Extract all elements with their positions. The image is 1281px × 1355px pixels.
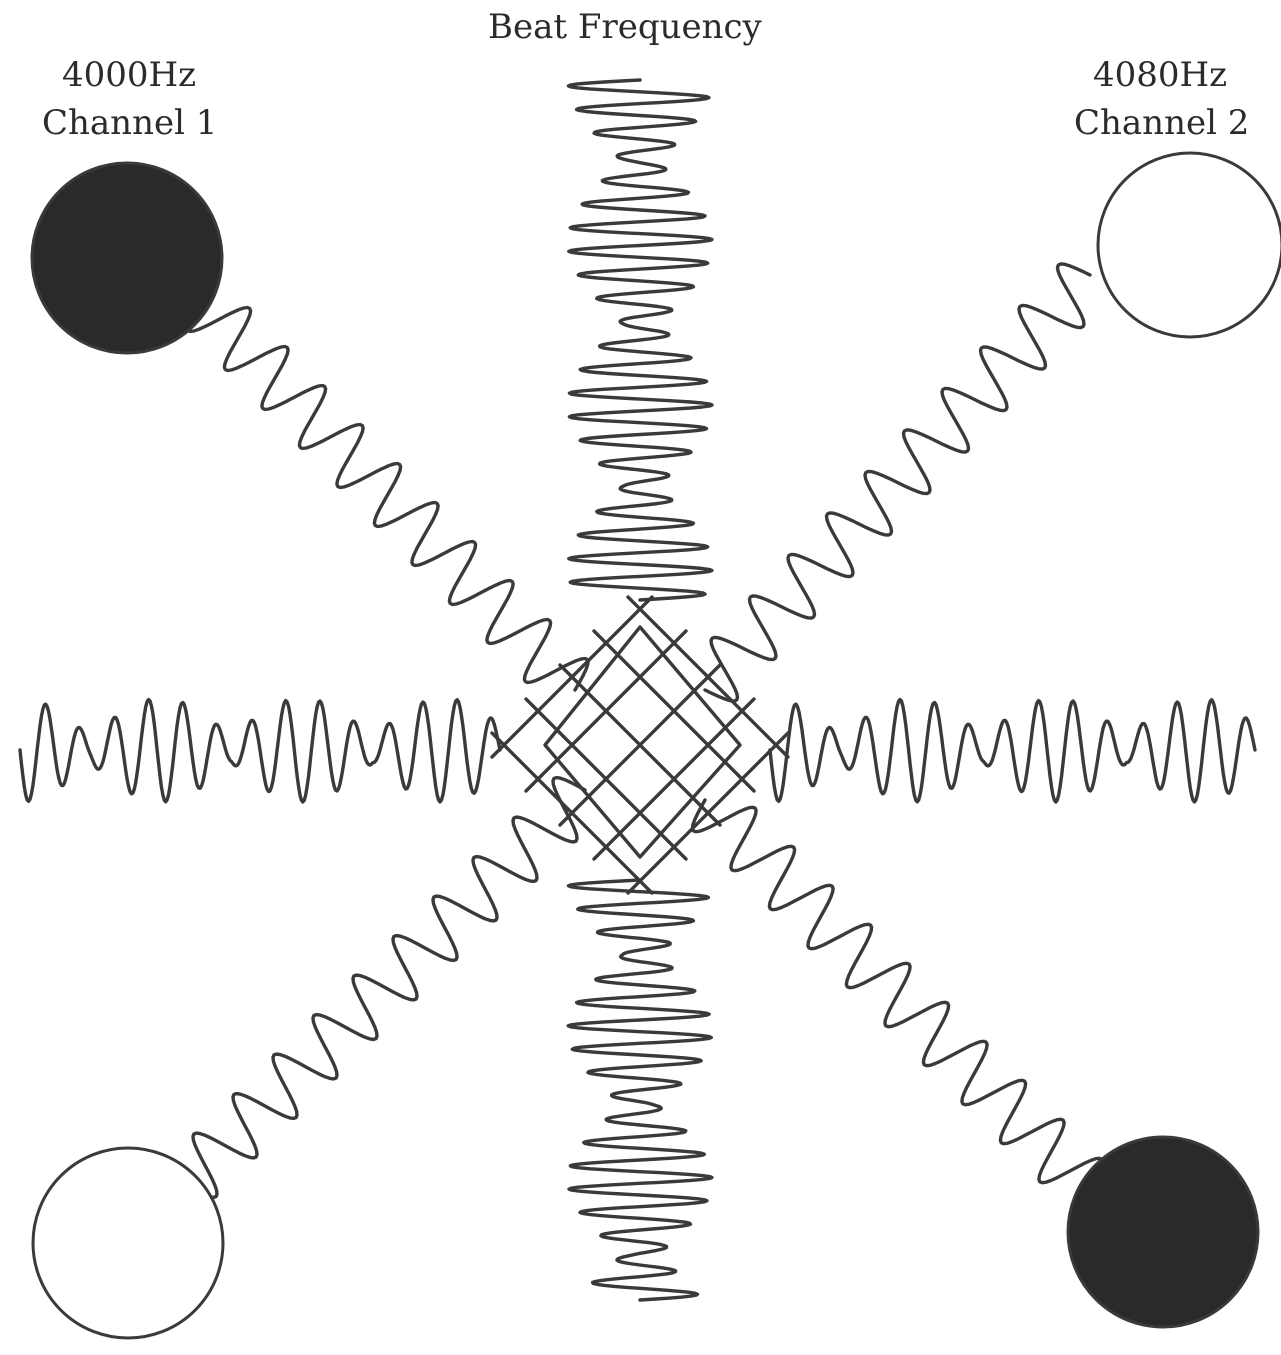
beat-wave-right: [770, 700, 1255, 803]
beat-wave-bottom: [568, 880, 712, 1300]
filled-circle-icon: [1068, 1137, 1258, 1327]
beat-frequency-title: Beat Frequency: [488, 10, 762, 44]
wave-arm-bottom-right: [692, 800, 1102, 1190]
channel-1-label: Channel 1: [42, 106, 217, 140]
hollow-circle-icon: [1098, 153, 1281, 337]
beat-wave-left: [20, 700, 500, 803]
hollow-circle-icon: [33, 1148, 223, 1338]
channel-1-frequency: 4000Hz: [62, 58, 196, 92]
wave-arm-top-right: [705, 264, 1090, 701]
filled-circle-icon: [32, 163, 222, 353]
wave-arm-top-left: [187, 300, 588, 690]
channel-2-frequency: 4080Hz: [1093, 58, 1227, 92]
wave-arm-bottom-left: [185, 778, 585, 1198]
interference-lattice: [492, 597, 788, 893]
channel-2-label: Channel 2: [1074, 106, 1249, 140]
beat-wave-top: [568, 80, 712, 600]
